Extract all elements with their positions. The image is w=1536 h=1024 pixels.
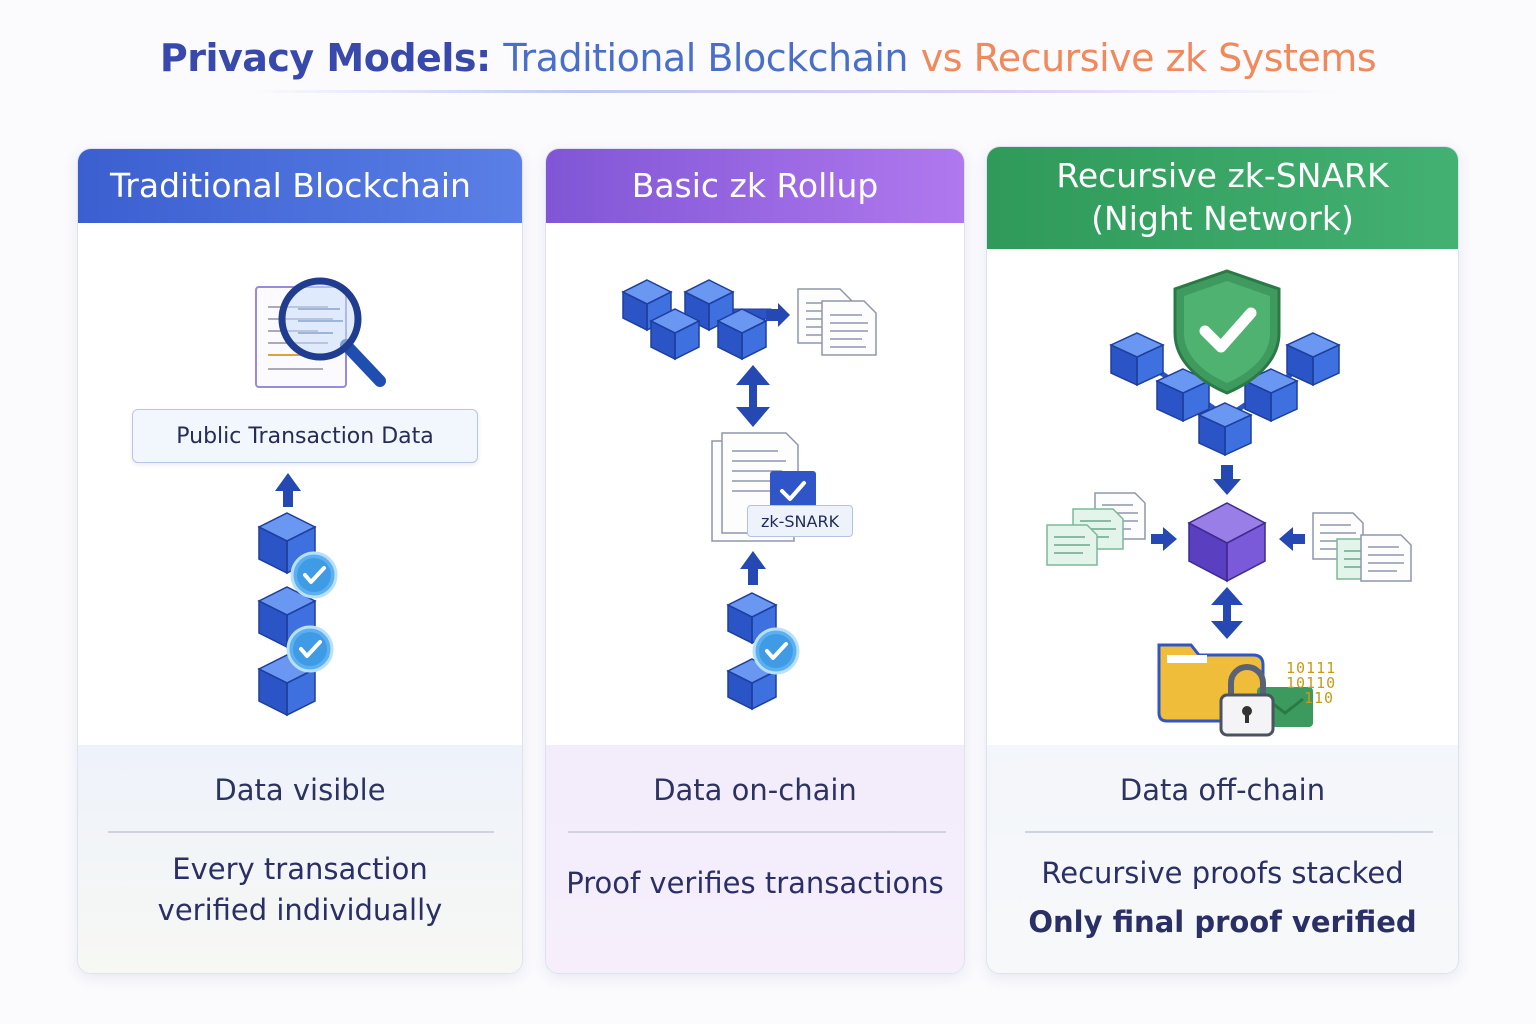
check-badge-icon: [290, 551, 338, 599]
cube-icon: [1286, 332, 1340, 386]
magnifier-icon: [278, 277, 386, 387]
arrow-right-icon: [1151, 527, 1177, 551]
footer-status: Data off-chain: [1119, 773, 1326, 807]
footer-divider: [568, 831, 946, 833]
cube-stack: [258, 512, 338, 716]
double-arrow-icon: [1211, 587, 1243, 639]
traditional-illustration: [255, 277, 386, 716]
panel-header: Basic zk Rollup: [546, 149, 964, 223]
panel-header: Traditional Blockchain: [78, 149, 522, 223]
footer-status: Data visible: [214, 773, 386, 807]
cube-icon: [1198, 402, 1252, 456]
label-text: Public Transaction Data: [176, 423, 434, 449]
footer-line-1: Proof verifies transactions: [566, 866, 944, 900]
title-underline: [250, 90, 1340, 93]
check-badge-icon: [286, 625, 334, 673]
binary-data: 10111 10110 110: [1286, 661, 1336, 706]
document-stack-icon: [1046, 492, 1146, 566]
cube-cluster: [622, 279, 790, 360]
footer-line-2: Only final proof verified: [1028, 905, 1417, 940]
panel-header-line-1: Recursive zk-SNARK: [1056, 156, 1389, 196]
footer-status: Data on-chain: [653, 773, 857, 807]
page-title: Privacy Models: Traditional Blockchain v…: [0, 36, 1536, 80]
panel-basic-zk-rollup: Basic zk Rollup: [545, 148, 965, 974]
arrow-left-icon: [1279, 527, 1305, 551]
panel-header-line-2: (Night Network): [1091, 199, 1354, 238]
footer-line-2: verified individually: [157, 892, 443, 927]
folder-lock-icon: [1157, 643, 1313, 737]
cube-stack: [727, 592, 800, 710]
cube-network: [1110, 332, 1340, 456]
title-part-3: vs Recursive zk Systems: [920, 36, 1377, 80]
shield-check-icon: [1173, 269, 1281, 395]
public-transaction-data-label: Public Transaction Data: [132, 409, 478, 463]
binary-line: 10110: [1286, 674, 1337, 692]
title-part-1: Privacy Models:: [159, 36, 491, 80]
footer-description: Proof verifies transactions: [546, 863, 964, 904]
footer-divider: [108, 831, 494, 833]
check-badge-icon: [752, 627, 800, 675]
recursive-illustration: [1046, 269, 1412, 737]
footer-description: Recursive proofs stacked Only final proo…: [987, 849, 1458, 948]
panel-header: Recursive zk-SNARK (Night Network): [987, 147, 1458, 249]
panel-footer: Data visible Every transaction verified …: [78, 745, 522, 973]
arrow-down-icon: [1213, 465, 1241, 495]
panel-header-label: Basic zk Rollup: [631, 165, 879, 205]
zk-snark-tag: zk-SNARK: [747, 505, 853, 537]
document-stack-icon: [1312, 512, 1412, 582]
footer-line-1: Every transaction: [172, 852, 428, 886]
footer-line-1: Recursive proofs stacked: [1041, 856, 1404, 890]
rollup-illustration: [622, 279, 877, 710]
arrow-right-icon: [766, 303, 790, 327]
panel-footer: Data off-chain Recursive proofs stacked …: [987, 745, 1458, 973]
binary-line: 10111: [1286, 659, 1337, 677]
title-part-2: Traditional Blockchain: [503, 36, 909, 80]
panel-traditional-blockchain: Traditional Blockchain: [77, 148, 523, 974]
binary-line: 110: [1304, 689, 1335, 707]
proof-document-icon: [711, 432, 816, 542]
tag-label: zk-SNARK: [760, 511, 840, 531]
cube-icon: [1110, 332, 1164, 386]
purple-proof-cube-icon: [1187, 502, 1267, 583]
panel-header-label: Traditional Blockchain: [110, 165, 471, 205]
panel-footer: Data on-chain Proof verifies transaction…: [546, 745, 964, 973]
panel-recursive-zk-snark: Recursive zk-SNARK (Night Network): [986, 146, 1459, 974]
double-arrow-icon: [736, 365, 770, 427]
arrow-up-icon: [275, 473, 301, 507]
footer-divider: [1025, 831, 1433, 833]
footer-description: Every transaction verified individually: [78, 849, 522, 930]
document-stack-icon: [797, 288, 877, 356]
arrow-up-icon: [740, 551, 766, 585]
